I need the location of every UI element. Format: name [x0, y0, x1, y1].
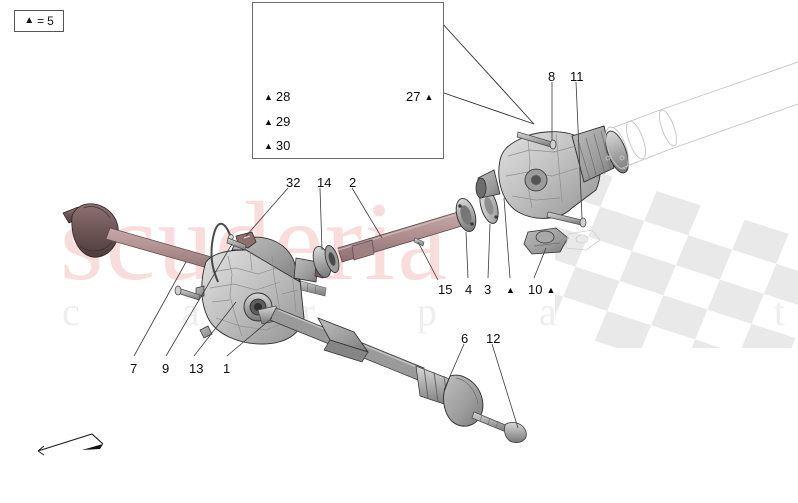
inset-detail-panel [252, 2, 444, 159]
callout-15: 15 [438, 282, 453, 297]
legend-triangle-icon: ▲ [24, 15, 35, 26]
inset-callout-30: 30 [264, 139, 290, 152]
part-15-bolt [413, 237, 425, 247]
transfer-case-assembly [174, 222, 325, 345]
callout-11: 11 [570, 69, 584, 84]
propeller-shaft-assembly [312, 188, 499, 278]
inset-connector-leaders [440, 21, 535, 125]
inset-callout-27: 27 [406, 90, 433, 103]
part-9-bolt [226, 237, 247, 251]
callout-32: 32 [286, 175, 301, 190]
callout-7: 7 [130, 361, 138, 376]
inset-callout-28: 28 [264, 90, 290, 103]
callout-14: 14 [317, 175, 332, 190]
callout-2: 2 [349, 175, 357, 190]
callout-3: 3 [484, 282, 492, 297]
rear-differential-assembly [475, 125, 629, 228]
part-11-bolt [546, 211, 587, 228]
legend-value: 5 [47, 14, 54, 28]
callout-9: 9 [162, 361, 170, 376]
callout-13: 13 [189, 361, 204, 376]
propshaft-rear-joint [455, 198, 477, 232]
legend-equals: = [37, 14, 45, 28]
callout-10: 10 [528, 283, 555, 296]
legend-box: ▲ = 5 [14, 10, 64, 32]
callout-12: 12 [486, 331, 501, 346]
inset-callout-29: 29 [264, 115, 290, 128]
callout-triangle-marker: ▲ [506, 285, 515, 295]
direction-pointer-mark [37, 433, 104, 456]
callout-1: 1 [223, 361, 231, 376]
propshaft-front-joint [312, 245, 340, 278]
ghost-axle-shaft [605, 61, 798, 170]
part-10-bracket [523, 227, 601, 255]
callout-leader-lines [133, 81, 583, 429]
callout-4: 4 [465, 282, 473, 297]
callout-8: 8 [548, 69, 556, 84]
rear-driveshaft-assembly [257, 305, 527, 443]
callout-6: 6 [461, 331, 469, 346]
part-8-bolt [516, 131, 557, 150]
part-12-cap [504, 422, 527, 443]
